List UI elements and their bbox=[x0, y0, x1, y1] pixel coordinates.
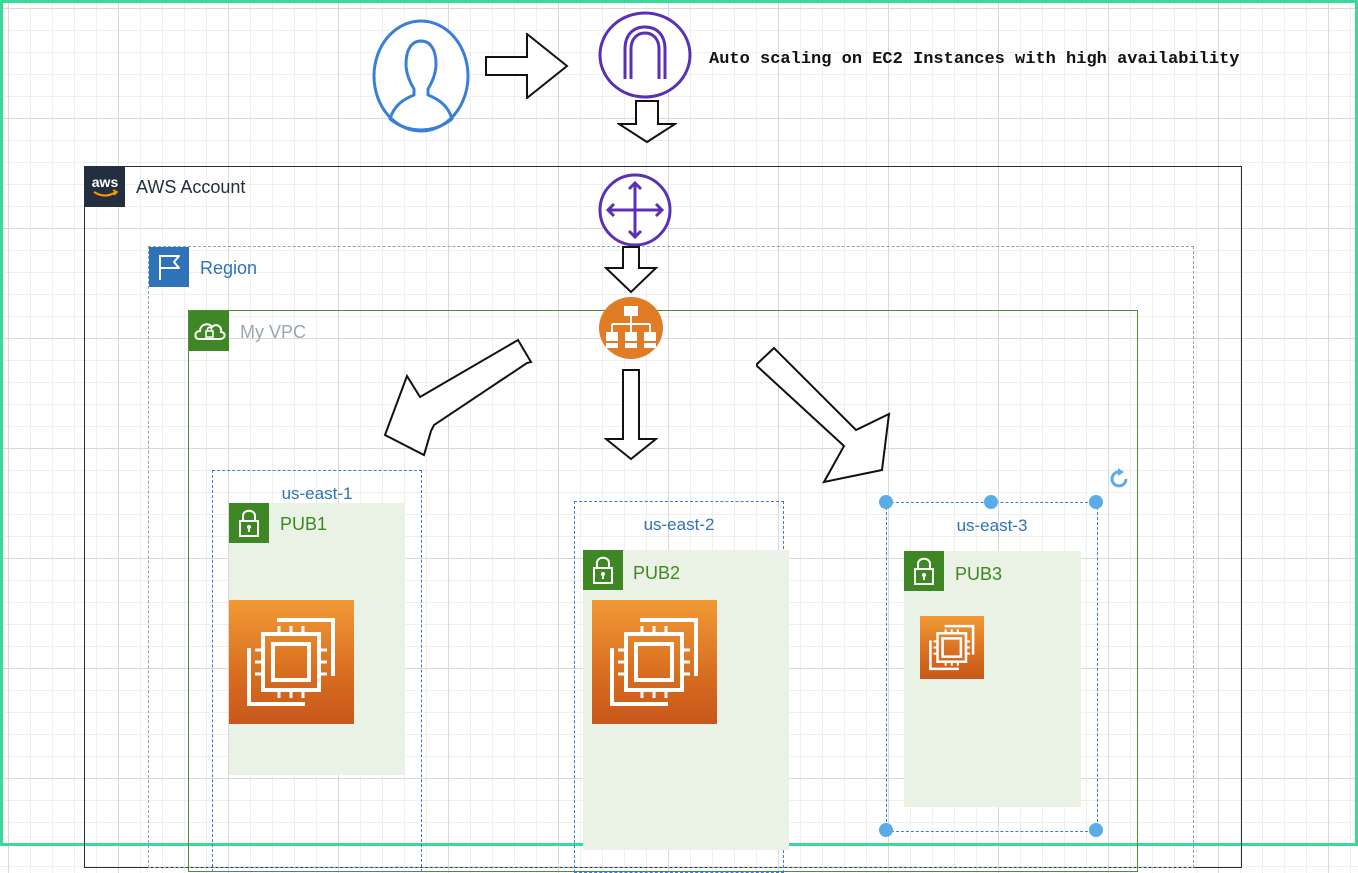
user-icon[interactable] bbox=[372, 19, 470, 133]
lock-icon bbox=[583, 550, 623, 590]
arrow-lb-to-az3 bbox=[754, 346, 894, 486]
internet-gateway-icon[interactable] bbox=[598, 11, 692, 99]
ec2-instance-icon[interactable] bbox=[229, 600, 354, 724]
vpc-label: My VPC bbox=[240, 322, 307, 342]
arrow-router-to-load-balancer bbox=[604, 246, 658, 294]
subnet-pub3: PUB3 bbox=[904, 551, 1081, 807]
lock-icon bbox=[229, 503, 269, 543]
az-label: us-east-3 bbox=[956, 516, 1028, 535]
aws-account-label: AWS Account bbox=[136, 177, 246, 197]
ec2-instance-icon[interactable] bbox=[592, 600, 717, 724]
selection-handle[interactable] bbox=[1089, 495, 1103, 509]
lock-icon bbox=[904, 551, 944, 591]
aws-logo-icon: aws bbox=[85, 167, 125, 207]
rotate-icon[interactable] bbox=[1108, 467, 1132, 491]
selection-handle[interactable] bbox=[879, 823, 893, 837]
arrow-lb-to-az2 bbox=[604, 369, 658, 461]
selection-handle[interactable] bbox=[1089, 823, 1103, 837]
arrow-lb-to-az1 bbox=[380, 335, 536, 461]
selection-handle[interactable] bbox=[879, 495, 893, 509]
az-label: us-east-1 bbox=[281, 484, 353, 503]
subnet-label: PUB3 bbox=[955, 564, 1003, 584]
region-flag-icon bbox=[149, 247, 189, 287]
diagram-title: Auto scaling on EC2 Instances with high … bbox=[709, 50, 1240, 69]
selection-handle[interactable] bbox=[984, 495, 998, 509]
svg-text:aws: aws bbox=[92, 174, 119, 190]
route-table-icon[interactable] bbox=[598, 173, 674, 247]
vpc-cloud-icon bbox=[189, 311, 229, 351]
arrow-gateway-to-router bbox=[617, 100, 677, 144]
arrow-user-to-gateway bbox=[485, 33, 569, 99]
load-balancer-icon[interactable] bbox=[598, 296, 664, 360]
region-label: Region bbox=[200, 258, 258, 278]
az-label: us-east-2 bbox=[643, 515, 715, 534]
subnet-label: PUB2 bbox=[633, 563, 681, 583]
ec2-instance-icon[interactable] bbox=[920, 616, 984, 679]
subnet-label: PUB1 bbox=[280, 514, 328, 534]
